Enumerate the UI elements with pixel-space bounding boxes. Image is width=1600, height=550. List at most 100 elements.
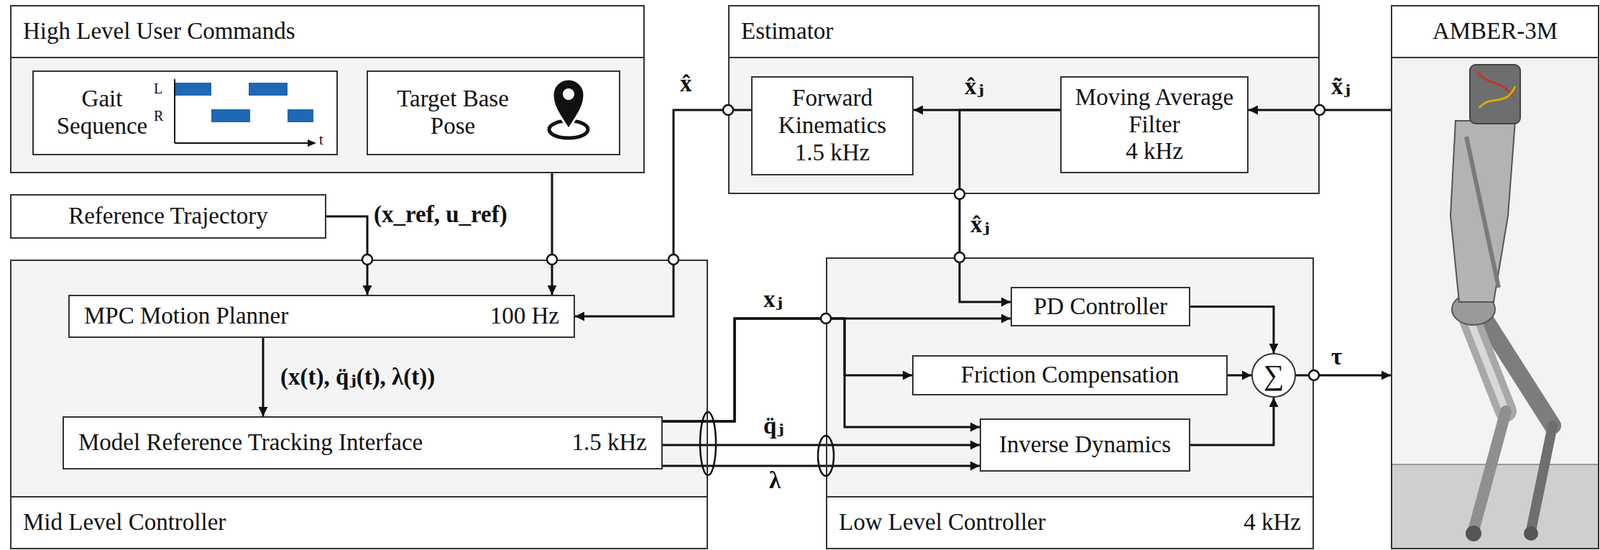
axis-label: L (153, 81, 163, 96)
heading-band: Estimator (729, 6, 1319, 59)
signal-label: xⱼ (763, 287, 783, 312)
junction-dot (1314, 104, 1325, 116)
floor (1392, 464, 1599, 549)
text-holder: Friction Compensation (913, 356, 1227, 394)
box-fill (10, 194, 327, 239)
process-box: Reference Trajectory (10, 194, 327, 239)
box-label: Inverse Dynamics (999, 431, 1171, 459)
group-heading: High Level User Commands (23, 17, 296, 46)
text-holder: Gait Sequence (33, 71, 171, 154)
process-box: Forward Kinematics1.5 kHz (751, 76, 914, 176)
junction-dot (362, 254, 373, 265)
axis-arrow (307, 139, 317, 147)
group-heading: Estimator (741, 17, 834, 46)
text-holder: Reference Trajectory (11, 195, 325, 238)
box-fill (1010, 286, 1191, 327)
signal-label: x̂ⱼ (970, 212, 990, 237)
box-label: Model Reference Tracking Interface (78, 429, 423, 457)
process-box: MPC Motion Planner100 Hz (68, 294, 576, 338)
pin-icon (549, 79, 588, 139)
box-label: Forward Kinematics (761, 84, 904, 140)
robot-shin (1530, 425, 1553, 531)
robot-foot (1523, 526, 1539, 541)
box-fill (912, 355, 1228, 396)
signal-label: (x_ref, u_ref) (373, 202, 508, 227)
signal-arrow (326, 216, 368, 295)
group-heading: AMBER-3M (1432, 17, 1558, 46)
text-holder: Model Reference Tracking Interface1.5 kH… (63, 417, 662, 468)
junction-dot (723, 104, 734, 116)
robot-foot (1465, 525, 1482, 542)
signal-label: x̃ⱼ (1331, 74, 1351, 99)
signal-label: τ (1331, 345, 1342, 369)
group-heading: Low Level Controller (838, 508, 1046, 537)
robot-wire (1477, 71, 1514, 98)
robot-torso (1450, 120, 1516, 302)
input-box: Gait Sequence (32, 70, 338, 156)
rate-label: 1.5 kHz (794, 139, 870, 167)
signal-label: x̂ⱼ (964, 74, 985, 99)
text-holder: PD Controller (1012, 288, 1189, 325)
box-fill (1390, 5, 1600, 550)
pin-hole (562, 88, 575, 100)
robot-link (1466, 136, 1499, 288)
process-box: Model Reference Tracking Interface1.5 kH… (62, 416, 663, 470)
signal-arrow (1295, 374, 1391, 377)
box-label: MPC Motion Planner (84, 302, 289, 330)
heading-band: High Level User Commands (11, 6, 644, 59)
text-holder: MPC Motion Planner100 Hz (69, 296, 574, 337)
gait-chart (174, 79, 317, 147)
robot-wire (1479, 86, 1516, 108)
gait-bar (175, 82, 212, 96)
gait-bar (248, 82, 288, 96)
group-panel: High Level User CommandsGait Sequence Tar… (10, 5, 645, 174)
box-fill (10, 5, 645, 174)
signal-arrow (959, 109, 1061, 302)
signal-arrow (1248, 109, 1391, 112)
group-heading: 4 kHz (1243, 508, 1301, 537)
signal-label: x̂ (679, 71, 693, 96)
box-label: Reference Trajectory (68, 202, 269, 231)
robot-panel: AMBER-3M (1390, 5, 1600, 550)
box-fill (825, 257, 1314, 550)
chart-axis (174, 142, 311, 144)
bus-bracket (700, 411, 716, 476)
junction-dot (954, 252, 965, 263)
signal-arrow (662, 318, 980, 427)
junction-dot (546, 254, 558, 265)
box-fill (1060, 76, 1249, 174)
group-heading: Mid Level Controller (23, 508, 226, 537)
signal-arrow (575, 109, 752, 317)
text-holder: ∑ (1252, 354, 1295, 397)
box-label: ∑ (1263, 360, 1285, 390)
signal-arrow (1190, 306, 1274, 354)
box-fill (751, 76, 914, 176)
pin-marker (552, 79, 585, 130)
box-fill (1251, 352, 1296, 398)
robot-thigh (1466, 310, 1506, 412)
box-label: PD Controller (1033, 293, 1168, 321)
robot-electronics (1469, 64, 1521, 124)
signal-arrow (662, 318, 913, 422)
bus-bracket (817, 435, 834, 476)
box-fill (728, 5, 1320, 195)
box-fill (10, 259, 708, 550)
signal-label: (x(t), q̈ⱼ(t), λ(t)) (280, 365, 435, 389)
group-panel: Mid Level Controller MPC Motion Planner10… (10, 259, 708, 550)
process-box: PD Controller (1010, 286, 1191, 327)
input-box: Target Base Pose (366, 70, 621, 156)
axis-label: R (153, 108, 164, 123)
signal-arrow (262, 337, 265, 417)
chart-axis (173, 79, 176, 144)
rate-label: 4 kHz (1125, 138, 1184, 166)
gait-bar (287, 109, 314, 123)
signal-arrow (551, 173, 554, 295)
text-holder: Moving Average Filter4 kHz (1061, 77, 1248, 172)
signal-arrow (662, 444, 980, 447)
box-label: Target Base Pose (379, 85, 527, 141)
junction-dot (820, 313, 831, 324)
